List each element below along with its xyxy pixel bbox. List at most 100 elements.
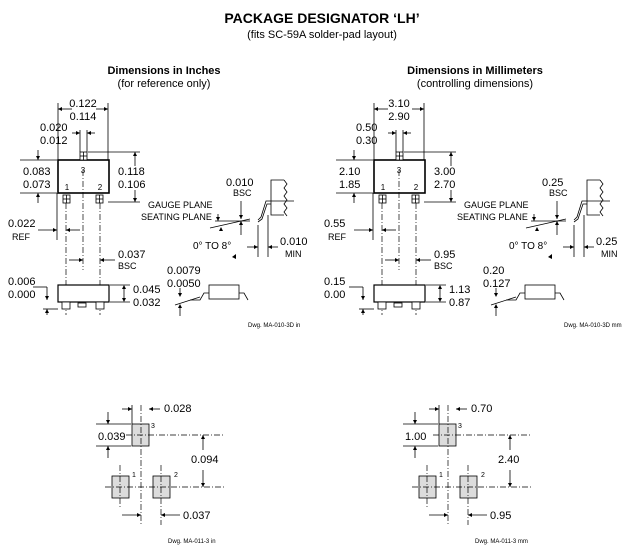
arrow-icon [403,131,407,135]
dimension-label: 0.020 [40,122,68,134]
dimension-label: 0.045 [133,284,161,296]
dimension-label: 3.00 [434,166,455,178]
arrow-icon [122,298,126,302]
drawing-number: Dwg. MA-011-3 in [168,539,216,545]
dimension-label: 0.022 [8,218,36,230]
lead-detail-body [270,179,288,217]
arrow-icon [449,198,453,202]
gauge-plane-label: GAUGE PLANE [148,200,213,210]
drawing-number: Dwg. MA-010-3D mm [564,323,622,329]
dimension-label: 0.20 [483,265,504,277]
package-side-detail [524,284,556,300]
arrow-icon [395,258,399,262]
mm-subheading: (controlling dimensions) [416,78,534,90]
dimension-label: 0.15 [324,276,345,288]
dimension-label: 0.0079 [167,265,201,277]
dimension-label: 0.010 [280,236,308,248]
arrow-icon [352,193,356,197]
arrow-icon [45,309,49,313]
arrow-icon [219,227,223,231]
arrow-icon [444,513,448,517]
arrow-icon [449,152,453,156]
dimension-label: 0.127 [483,278,511,290]
dimension-label: 1.13 [449,284,470,296]
arrow-icon [201,435,205,439]
dimension-label: 0.010 [226,177,254,189]
dimension-label: 0.037 [183,510,211,522]
arrow-icon [494,304,498,308]
dimension-label: 0.95 [490,510,511,522]
arrow-icon [494,293,498,297]
pin-1-label: 1 [381,183,386,192]
dimension-label: 0.55 [324,218,345,230]
dimension-label: BSC [233,188,252,198]
lead [95,301,105,310]
dimension-label: 0.0050 [167,278,201,290]
arrow-icon [268,245,272,249]
dimension-label: MIN [601,249,618,259]
seating-plane-label: SEATING PLANE [457,212,528,222]
arrow-icon [239,221,243,225]
dimension-label: 0.122 [69,98,97,110]
pin-3-label: 3 [151,423,155,430]
arrow-icon [508,483,512,487]
angle-line [525,218,567,229]
lead [61,301,71,310]
arrow-icon [361,296,365,300]
arrow-icon [149,407,153,411]
dimension-label: 0.006 [8,276,36,288]
dimension-label: 0.25 [542,177,563,189]
dimension-label: 3.10 [388,98,409,110]
arrow-icon [161,513,165,517]
dimension-label: 0.094 [191,454,219,466]
drawing-number: Dwg. MA-011-3 mm [475,539,528,545]
dimension-label: 0.037 [118,249,146,261]
pin-1-label: 1 [132,472,136,479]
dimension-label: 0.032 [133,297,161,309]
dimension-label: MIN [285,249,302,259]
arrow-icon [232,254,236,259]
arrow-icon [58,107,62,111]
arrow-icon [133,152,137,156]
lead-detail-foot [573,200,587,223]
arrow-icon [79,258,83,262]
dimension-label: 0.012 [40,135,68,147]
dimension-label: 0.70 [471,403,492,415]
arrow-icon [555,215,559,219]
dimension-label: 0.50 [356,122,377,134]
arrow-icon [45,296,49,300]
lead-side-detail [506,292,565,301]
pin-3-label: 3 [458,423,462,430]
dimension-label: 0.106 [118,179,146,191]
dimension-label: 2.40 [498,454,519,466]
arrow-icon [201,483,205,487]
dimension-label: BSC [434,261,453,271]
arrow-icon [216,217,220,221]
arrow-icon [570,245,574,249]
seating-plane-label: SEATING PLANE [141,212,212,222]
arrow-icon [438,298,442,302]
dimension-label: 2.70 [434,179,455,191]
lead [411,301,421,310]
arrow-icon [36,193,40,197]
lead-side-detail [190,292,249,301]
arrow-icon [508,435,512,439]
arrow-icon [87,131,91,135]
arrow-icon [128,407,132,411]
arrow-icon [106,420,110,424]
arrow-icon [254,245,258,249]
arrow-icon [66,228,70,232]
gauge-plane-label: GAUGE PLANE [464,200,529,210]
arrow-icon [392,131,396,135]
arrow-icon [374,107,378,111]
arrow-icon [413,446,417,450]
lead-detail-body [586,179,604,217]
arrow-icon [53,228,57,232]
dimension-label: 0.95 [434,249,455,261]
dimension-label: 0.083 [23,166,51,178]
mm-heading: Dimensions in Millimeters [407,65,543,77]
arrow-icon [361,309,365,313]
dimension-label: 2.10 [339,166,360,178]
